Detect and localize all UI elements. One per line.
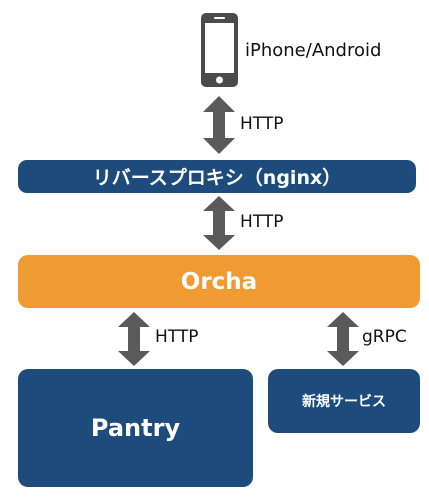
double-arrow-icon <box>118 312 150 366</box>
pantry-label: Pantry <box>90 414 181 442</box>
connection-protocol-label: HTTP <box>240 114 284 134</box>
connection-protocol-label: HTTP <box>240 212 284 232</box>
new-service-node: 新規サービス <box>268 369 420 433</box>
orcha-label: Orcha <box>180 268 258 295</box>
pantry-node: Pantry <box>18 369 253 487</box>
reverse-proxy-node: リバースプロキシ（nginx） <box>18 160 416 193</box>
double-arrow-icon <box>327 312 359 366</box>
new-service-label: 新規サービス <box>302 394 386 410</box>
connection-protocol-label: HTTP <box>155 327 199 347</box>
reverse-proxy-label: リバースプロキシ（nginx） <box>92 167 342 189</box>
smartphone-icon <box>201 13 238 87</box>
orcha-node: Orcha <box>18 255 420 308</box>
double-arrow-icon <box>203 196 235 250</box>
connection-protocol-label: gRPC <box>362 327 407 347</box>
client-label: iPhone/Android <box>245 40 382 61</box>
double-arrow-icon <box>203 96 235 154</box>
